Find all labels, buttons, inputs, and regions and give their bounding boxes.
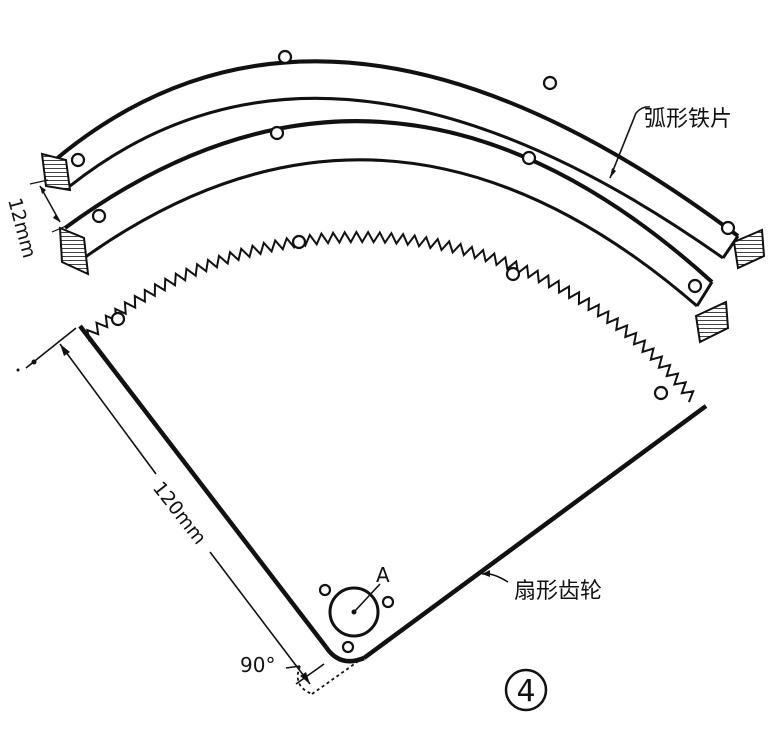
figure-number-text: 4	[516, 674, 535, 709]
width-dimension	[29, 179, 67, 233]
strip-leader	[609, 106, 651, 179]
hole-icon	[70, 152, 86, 168]
lower-strip-right-tab	[694, 300, 730, 344]
angle-marks	[285, 659, 361, 695]
angle-label: 90°	[240, 653, 275, 677]
upper-strip-right-tab	[732, 228, 766, 270]
sector-gear-label: 扇形齿轮	[514, 579, 602, 604]
hole-icon	[269, 125, 285, 141]
hole-icon	[110, 311, 126, 327]
point-a-label: A	[376, 563, 390, 587]
upper-strip-left-tab	[40, 152, 72, 192]
gear-leader	[481, 570, 509, 583]
hole-icon	[542, 75, 558, 91]
gear-teeth	[86, 229, 695, 403]
lower-strip-left-tab	[58, 226, 90, 276]
hole-icon	[91, 208, 107, 224]
width-label: 12mm	[3, 196, 40, 261]
sector-gear	[78, 229, 708, 664]
hole-icon	[341, 640, 355, 654]
hole-icon	[277, 49, 293, 65]
figure-number-circle-icon	[504, 668, 548, 712]
hole-icon	[720, 220, 736, 236]
hole-icon	[687, 278, 703, 294]
length-dimension	[16, 327, 325, 685]
upper-arc-strip	[40, 49, 766, 270]
hole-icon	[521, 150, 537, 166]
hole-icon	[318, 583, 332, 597]
hole-icon	[505, 266, 521, 282]
arc-strip-label: 弧形铁片	[644, 107, 732, 132]
length-label: 120mm	[148, 478, 210, 549]
lower-arc-strip	[58, 119, 730, 344]
hole-icon	[381, 595, 395, 609]
hole-icon	[653, 385, 669, 401]
hole-icon	[291, 234, 307, 250]
figure-number: 4	[504, 668, 548, 712]
